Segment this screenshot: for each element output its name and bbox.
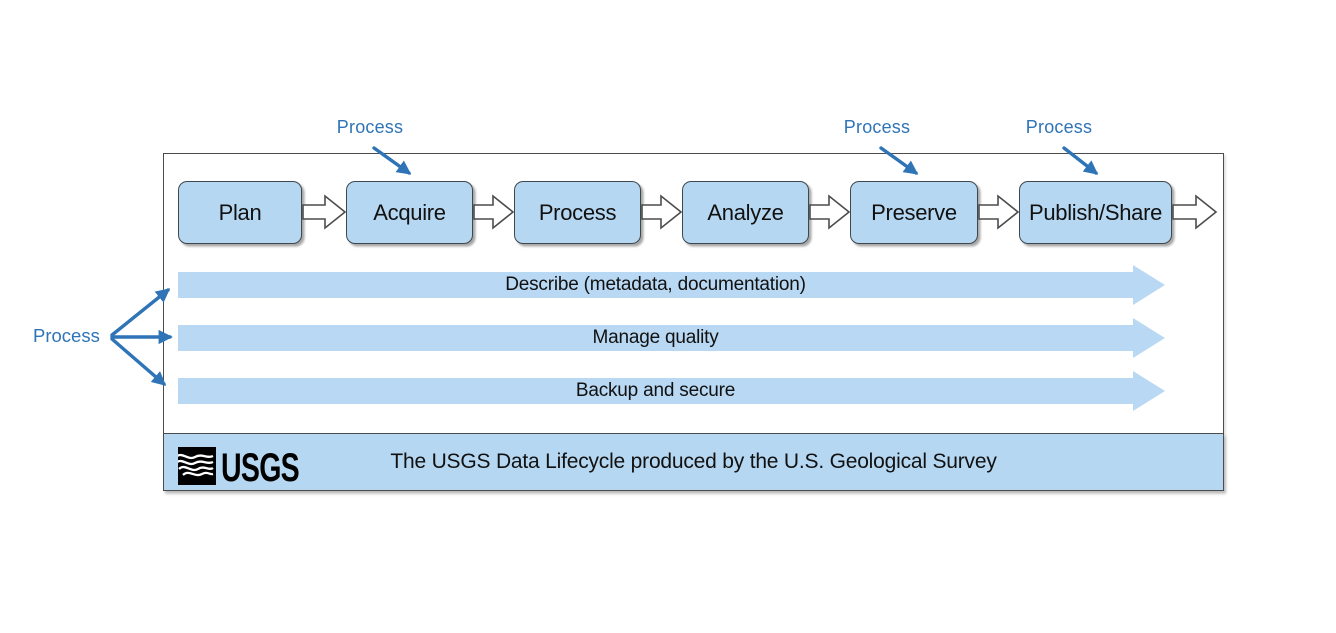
footer-band: USGS The USGS Data Lifecycle produced by… (163, 433, 1224, 491)
bar-describe: Describe (metadata, documentation) (178, 265, 1165, 305)
process-annotation-top-2: Process (843, 117, 911, 137)
bar-backup-secure: Backup and secure (178, 371, 1165, 411)
bar-label: Describe (metadata, documentation) (505, 274, 806, 295)
usgs-logo-text: USGS (221, 447, 299, 485)
process-pointer-arrow (110, 288, 171, 337)
stage-box-plan: Plan (178, 181, 302, 244)
process-annotation-top-3: Process (1025, 117, 1093, 137)
stage-box-analyze: Analyze (682, 181, 809, 244)
stage-label: Acquire (373, 199, 446, 225)
bar-label: Manage quality (592, 327, 719, 348)
stage-label: Process (538, 199, 617, 225)
stage-box-acquire: Acquire (346, 181, 473, 244)
stage-label: Publish/Share (1028, 199, 1163, 225)
stage-box-publish-share: Publish/Share (1019, 181, 1172, 244)
usgs-wave-icon (178, 453, 214, 477)
stage-box-process: Process (514, 181, 641, 244)
process-pointer-arrow (110, 337, 167, 386)
process-annotation-left: Process (33, 325, 100, 346)
stage-label: Analyze (707, 199, 784, 225)
stage-box-preserve: Preserve (850, 181, 978, 244)
bar-manage-quality: Manage quality (178, 318, 1165, 358)
stage-label: Plan (218, 199, 262, 225)
process-annotation-top-1: Process (336, 117, 404, 137)
footer-caption: The USGS Data Lifecycle produced by the … (390, 450, 997, 473)
stage-label: Preserve (871, 199, 957, 225)
usgs-logo: USGS (178, 447, 300, 485)
bar-label: Backup and secure (575, 380, 736, 401)
